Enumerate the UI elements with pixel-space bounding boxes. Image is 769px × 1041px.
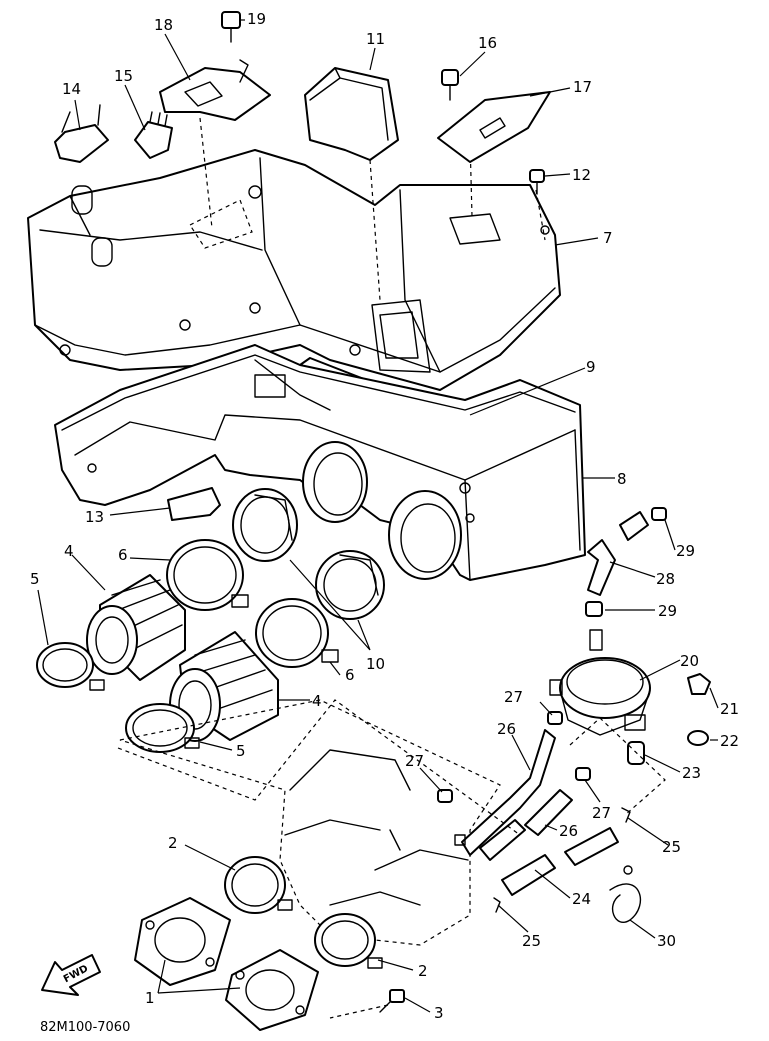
callout-12: 12: [572, 166, 591, 184]
clamp-6-upper: [166, 539, 249, 611]
callout-28: 28: [656, 570, 675, 588]
callout-26: 26: [497, 720, 516, 738]
bolt-12: [529, 169, 545, 195]
forward-arrow-icon: FWD: [41, 954, 101, 996]
air-funnel-upper: [232, 488, 298, 562]
clamp-2-lower: [314, 913, 383, 969]
callout-3: 3: [434, 1004, 444, 1022]
fuel-hose-26-lower: [479, 789, 573, 861]
callout-27: 27: [405, 752, 424, 770]
bolt-16: [441, 69, 459, 101]
callout-30: 30: [657, 932, 676, 950]
callout-25: 25: [662, 838, 681, 856]
callout-4: 4: [64, 542, 74, 560]
callout-8: 8: [617, 470, 627, 488]
leader-lines: [37, 19, 719, 1013]
callout-14: 14: [62, 80, 81, 98]
upper-air-cleaner-case: [27, 117, 561, 391]
clamp-5-lower: [125, 703, 200, 753]
assembly-lines: [117, 159, 666, 1019]
callout-6: 6: [118, 546, 128, 564]
screw-3: [379, 989, 405, 1013]
callout-2: 2: [168, 834, 178, 852]
air-funnel-lower: [315, 550, 385, 620]
engine-outline: [119, 699, 501, 946]
holder-14: [54, 104, 109, 163]
drawing-code: 82M100-7060: [40, 1020, 130, 1035]
fuel-hose-28: [587, 511, 649, 596]
callout-15: 15: [114, 67, 133, 85]
callout-27: 27: [504, 688, 523, 706]
callout-29: 29: [658, 602, 677, 620]
callout-9: 9: [586, 358, 596, 376]
holder-15: [134, 111, 173, 159]
callout-27: 27: [592, 804, 611, 822]
carburetor-joint-lower: [225, 949, 319, 1031]
callout-2: 2: [418, 962, 428, 980]
washer-22: [687, 730, 709, 746]
nut-21: [687, 673, 711, 695]
callout-10: 10: [366, 655, 385, 673]
callout-5: 5: [30, 570, 40, 588]
callout-19: 19: [247, 10, 266, 28]
fuel-pump: [549, 629, 651, 736]
callout-7: 7: [603, 229, 613, 247]
callout-labels: 1 2 2 3 4 4 5 5 6 6 7 8 9 10 11 12 13 14…: [30, 10, 739, 1022]
clamp-5-upper: [36, 642, 105, 691]
fuel-hose-26-upper: [461, 729, 556, 856]
joint-upper: [86, 574, 186, 681]
callout-11: 11: [366, 30, 385, 48]
callout-18: 18: [154, 16, 173, 34]
callout-26: 26: [559, 822, 578, 840]
callout-4: 4: [312, 692, 322, 710]
callout-23: 23: [682, 764, 701, 782]
callout-17: 17: [573, 78, 592, 96]
callout-16: 16: [478, 34, 497, 52]
callout-6: 6: [345, 666, 355, 684]
callout-24: 24: [572, 890, 591, 908]
carburetor-joint-upper: [134, 897, 231, 986]
bracket-17: [437, 91, 551, 163]
bracket-18: [159, 59, 271, 121]
callout-21: 21: [720, 700, 739, 718]
fuel-hose-24: [501, 827, 619, 896]
callout-1: 1: [145, 989, 155, 1007]
cap: [304, 67, 399, 161]
callout-20: 20: [680, 652, 699, 670]
bolt-19: [221, 11, 241, 43]
callout-13: 13: [85, 508, 104, 526]
plate: [167, 487, 221, 521]
callout-29: 29: [676, 542, 695, 560]
callout-5: 5: [236, 742, 246, 760]
lower-air-cleaner-case: [54, 344, 586, 581]
clamp-2-upper: [224, 856, 293, 914]
callout-25: 25: [522, 932, 541, 950]
callout-22: 22: [720, 732, 739, 750]
